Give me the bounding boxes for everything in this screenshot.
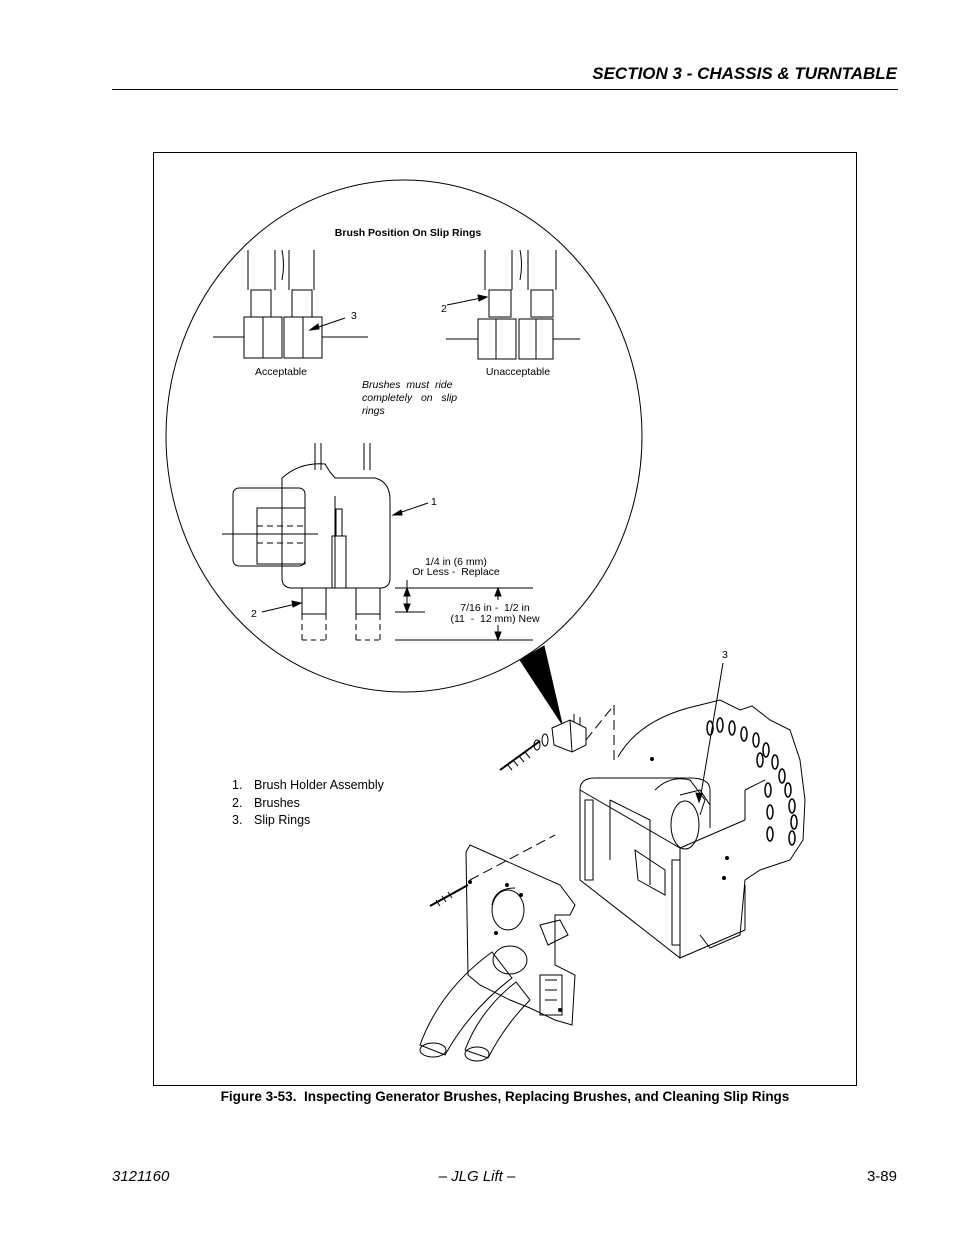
detail-pointer (519, 645, 563, 725)
detail-title: Brush Position On Slip Rings (335, 227, 482, 239)
note-line-3: rings (362, 405, 386, 417)
unacceptable-diagram (446, 249, 580, 360)
parts-legend: 1.Brush Holder Assembly 2.Brushes 3.Slip… (232, 777, 384, 830)
callout-2-unacceptable: 2 (441, 303, 447, 315)
footer-page-number: 3-89 (866, 1168, 897, 1185)
detail-circle (165, 179, 643, 693)
brush-holder-diagram (222, 443, 533, 642)
note-line-1: Brushes must ride (362, 379, 453, 391)
caption-text: Inspecting Generator Brushes, Replacing … (303, 1089, 790, 1104)
callout-3-acceptable: 3 (351, 310, 357, 322)
replace-spec-line-2: Or Less - Replace (412, 566, 500, 578)
generator-body (579, 662, 806, 959)
footer-brand: – JLG Lift – (438, 1168, 516, 1185)
section-title: SECTION 3 - CHASSIS & TURNTABLE (592, 64, 897, 83)
footer-doc-number: 3121160 (112, 1168, 170, 1185)
figure-frame (153, 152, 857, 1086)
caption-number: Figure 3-53. (220, 1089, 297, 1104)
callout-3-generator: 3 (722, 649, 728, 661)
legend-item: 2.Brushes (232, 795, 300, 810)
acceptable-diagram (213, 249, 368, 359)
end-plate-assembly (419, 834, 576, 1062)
figure-caption: Figure 3-53. Inspecting Generator Brushe… (0, 1089, 954, 1104)
unacceptable-label: Unacceptable (486, 366, 550, 378)
replace-spec-line-1: 1/4 in (6 mm) (425, 556, 487, 568)
callout-1: 1 (431, 496, 437, 508)
exploded-brush-holder (499, 704, 615, 771)
legend-item: 1.Brush Holder Assembly (232, 778, 384, 792)
note-line-2: completely on slip (362, 392, 457, 404)
legend-item: 3.Slip Rings (232, 813, 311, 827)
callout-2-holder: 2 (251, 608, 257, 620)
new-spec-line-1: 7/16 in - 1/2 in (460, 602, 530, 614)
header-rule (112, 89, 898, 90)
new-spec-line-2: (11 - 12 mm) New (450, 613, 539, 625)
acceptable-label: Acceptable (255, 366, 307, 378)
